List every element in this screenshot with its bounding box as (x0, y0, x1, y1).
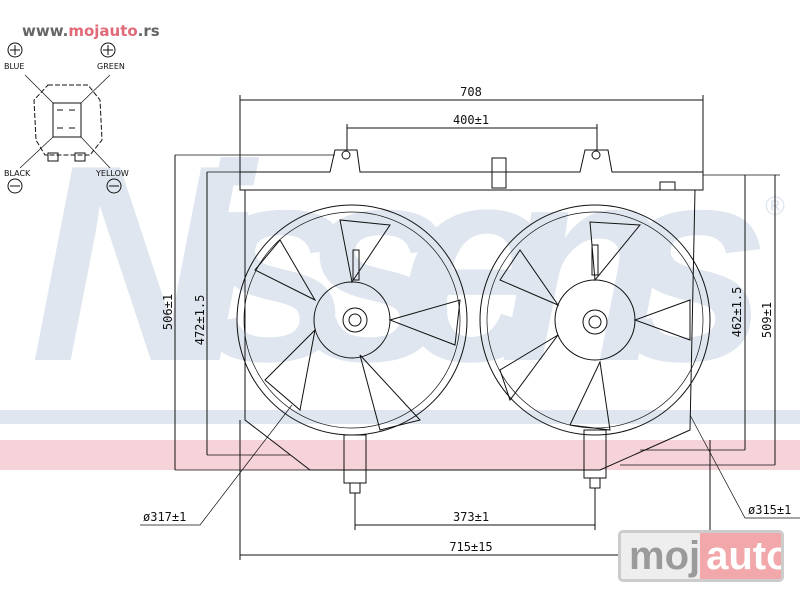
website-watermark: www.mojauto.rs (22, 22, 160, 40)
fan-shroud (239, 149, 704, 471)
connector-diagram: BLUE GREEN BLACK YELLOW (4, 42, 129, 194)
dim-left-height-outer: 506±1 (161, 294, 175, 330)
dim-right-height-inner: 462±1.5 (730, 287, 744, 338)
svg-text:Nissens: Nissens (30, 108, 770, 420)
dimensions: 708 400±1 506±1 472±1.5 462±1.5 509±1 37… (140, 85, 800, 560)
dim-overall-bottom: 715±15 (449, 540, 492, 554)
dim-overall-top: 708 (460, 85, 482, 99)
dim-right-fan-diameter: ø315±1 (748, 503, 791, 517)
dim-mount-spacing: 400±1 (453, 113, 489, 127)
connector-green-label: GREEN (97, 62, 125, 71)
left-fan (236, 204, 468, 494)
dim-motor-spacing: 373±1 (453, 510, 489, 524)
dim-right-height-outer: 509±1 (760, 302, 774, 338)
nissens-watermark: Nissens ® (0, 108, 800, 470)
connector-blue-label: BLUE (4, 62, 24, 71)
right-fan (479, 204, 711, 489)
connector-black-label: BLACK (4, 169, 31, 178)
dim-left-height-inner: 472±1.5 (193, 295, 207, 346)
dim-left-fan-diameter: ø317±1 (143, 510, 186, 524)
connector-yellow-label: YELLOW (95, 169, 129, 178)
